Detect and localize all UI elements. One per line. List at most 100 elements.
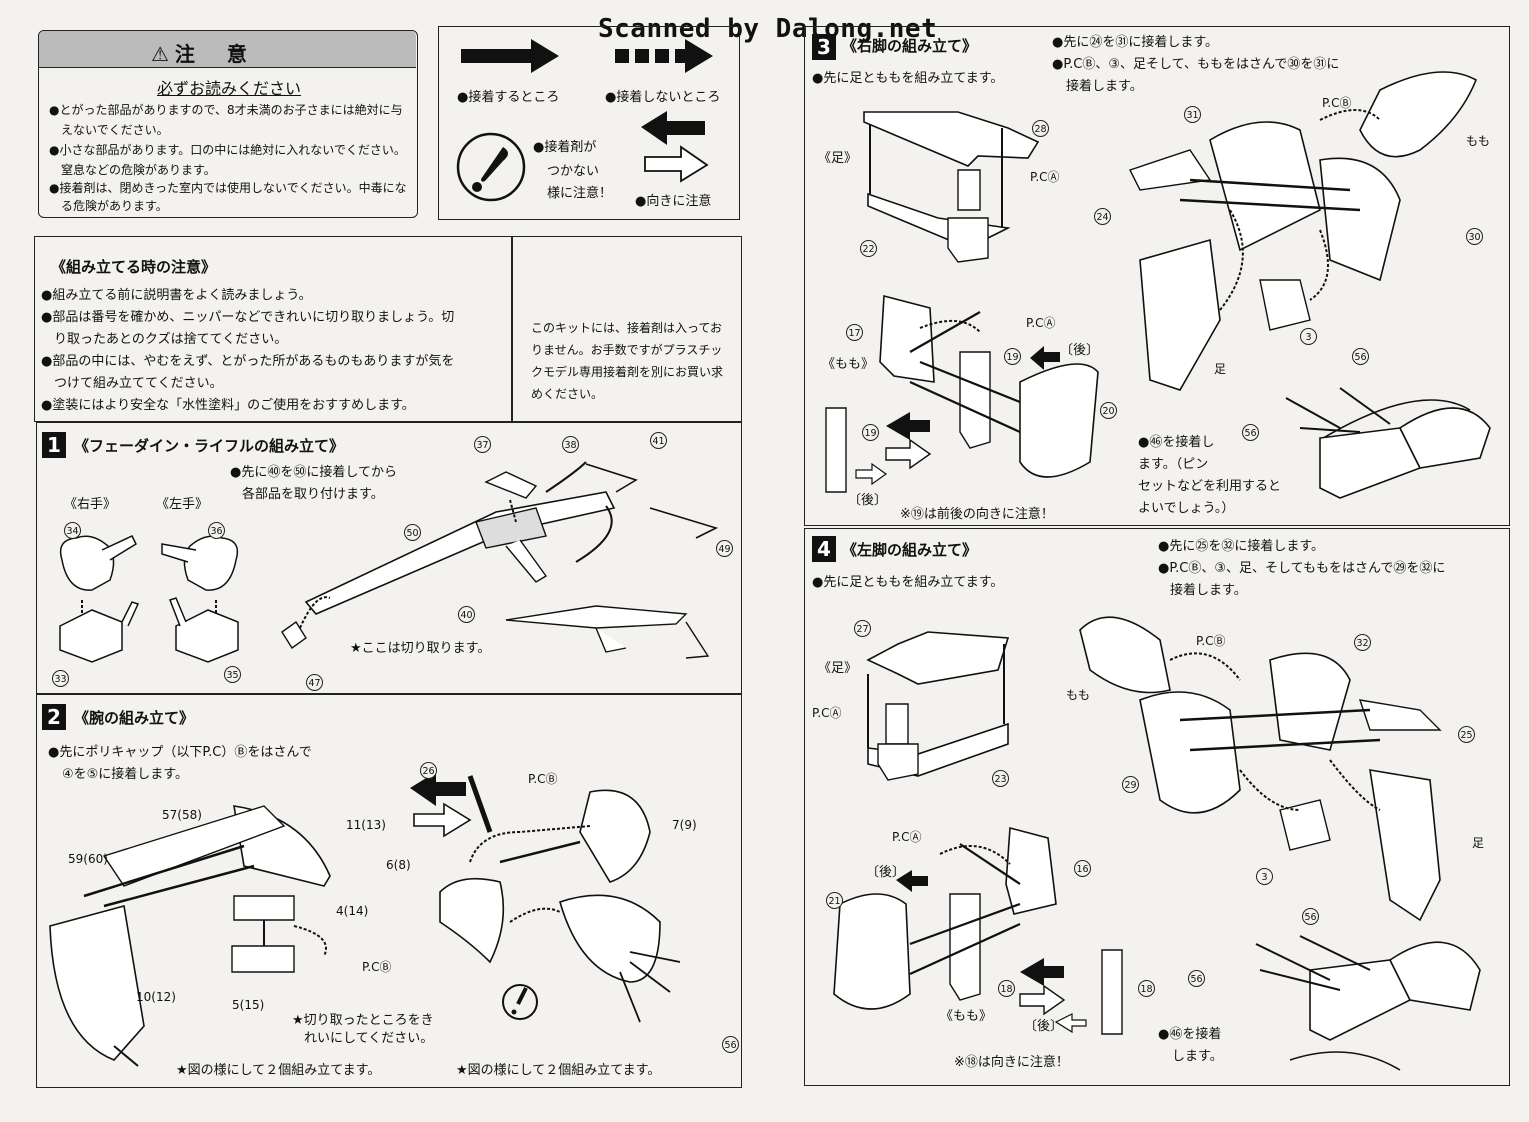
step4-number: 4 (812, 536, 836, 562)
part-19a: 19 (1004, 348, 1021, 365)
step2-make-two-b: ★図の様にして２個組み立てます。 (456, 1063, 661, 1078)
part-34: 34 (64, 522, 81, 539)
step1-cut-note: ★ここは切り取ります。 (350, 641, 491, 656)
part-19b: 19 (862, 424, 879, 441)
part-11-13: 11(13) (346, 818, 386, 832)
part-35: 35 (224, 666, 241, 683)
step3-number: 3 (812, 34, 836, 60)
step2-cut-note-2: れいにしてください。 (304, 1031, 434, 1046)
step3-note56-4: よいでしょう。） (1138, 501, 1235, 516)
step3-pc-b: P.CⒷ (1322, 96, 1352, 110)
step1-number: 1 (42, 432, 66, 458)
step2-pc-b-top: P.CⒷ (528, 772, 558, 786)
part-22: 22 (860, 240, 877, 257)
caution-item-2: ●小さな部品があります。口の中には絶対に入れないでください。 (49, 143, 406, 157)
arm-illustration (44, 796, 344, 1056)
step1-text-1: ●先に㊵を㊿に接着してから (230, 465, 397, 480)
step4-note56-1: ●㊻を接着 (1158, 1027, 1222, 1042)
notes-item-4: ●塗装にはより安全な「水性塗料」のご使用をおすすめします。 (41, 398, 415, 413)
step2-text-2: ④を⑤に接着します。 (62, 767, 189, 782)
step2-title: 《腕の組み立て》 (74, 709, 195, 727)
notes-item-2b: り取ったあとのクズは捨ててください。 (41, 332, 288, 347)
step3-dir-note: ※⑲は前後の向きに注意！ (900, 507, 1054, 522)
glue-arrow-icon (461, 39, 559, 73)
step4-top-text-1: ●先に㉕を㉜に接着します。 (1158, 539, 1325, 554)
part-56a: 56 (1352, 348, 1369, 365)
caution-box: ⚠注 意 必ずお読みください ●とがった部品がありますので、8才未満のお子さまに… (38, 30, 418, 218)
step3-top-text-3: 接着します。 (1066, 79, 1143, 94)
part-26: 26 (420, 762, 437, 779)
part-56d: 56 (1188, 970, 1205, 987)
legend-no-glue: ●接着しないところ (605, 90, 721, 105)
part-24: 24 (1094, 208, 1111, 225)
direction-arrows-icon (641, 111, 711, 181)
part-10-12: 10(12) (136, 990, 176, 1004)
part-36: 36 (208, 522, 225, 539)
right-foot-illustration (858, 108, 1058, 268)
step2-number: 2 (42, 704, 66, 730)
shoulder-illustration (410, 772, 700, 1052)
part-32: 32 (1354, 634, 1371, 651)
right-leg-assembly-illustration (1120, 60, 1480, 400)
notes-item-3b: つけて組み立ててください。 (41, 376, 223, 391)
step4-top-text-2: ●P.CⒷ、③、足、そしてももをはさんで㉙を㉜に (1158, 561, 1446, 576)
step2-text-1: ●先にポリキャップ（以下P.C）Ⓑをはさんで (48, 745, 312, 760)
step1-text-2: 各部品を取り付けます。 (242, 487, 384, 502)
part-4-14: 4(14) (336, 904, 369, 918)
legend-warn-3: 様に注意！ (547, 186, 613, 201)
part-27: 27 (854, 620, 871, 637)
part-56c: 56 (1302, 908, 1319, 925)
notes-title: 《組み立てる時の注意》 (51, 258, 217, 276)
right-thigh-illustration (820, 292, 1100, 492)
step2-make-two-a: ★図の様にして２個組み立てます。 (176, 1063, 381, 1078)
part-23: 23 (992, 770, 1009, 787)
part-25: 25 (1458, 726, 1475, 743)
rifle-illustration (276, 452, 716, 682)
left-thigh-illustration (820, 824, 1150, 1034)
step2-cut-note-1: ★切り取ったところをき (292, 1013, 434, 1028)
part-17: 17 (846, 324, 863, 341)
part-30: 30 (1466, 228, 1483, 245)
step3-back-right: 〔後〕 (1060, 343, 1100, 358)
step3-pc-a-mid: P.CⒶ (1026, 316, 1056, 330)
step3-top-text-1: ●先に㉔を㉛に接着します。 (1052, 35, 1219, 50)
part-59-60: 59(60) (68, 852, 108, 866)
step1-box (36, 422, 742, 694)
part-7-9: 7(9) (672, 818, 697, 832)
step4-title: 《左脚の組み立て》 (842, 541, 978, 559)
step1-title: 《フェーダイン・ライフルの組み立て》 (74, 437, 345, 455)
caution-item-2b: 窒息などの危険があります。 (49, 163, 216, 177)
step3-foot-part-label: 足 (1214, 362, 1227, 376)
step3-back-left: 〔後〕 (848, 493, 888, 508)
step3-note56-1: ●㊻を接着し (1138, 435, 1215, 450)
legend-glue: ●接着するところ (457, 90, 560, 105)
step4-top-text-3: 接着します。 (1170, 583, 1247, 598)
step3-top-text-2: ●P.CⒷ、③、足そして、ももをはさんで㉚を㉛に (1052, 57, 1340, 72)
notes-side-4: めください。 (531, 387, 604, 401)
step3-text: ●先に足とももを組み立てます。 (812, 71, 1004, 86)
caution-item-1b: えないでください。 (49, 123, 169, 137)
step3-box (804, 26, 1510, 526)
left-ankle-illustration (1250, 930, 1490, 1080)
legend-warn-2: つかない (547, 164, 600, 179)
step3-note56-2: ます。（ピン (1138, 457, 1209, 472)
caution-item-1: ●とがった部品がありますので、8才未満のお子さまには絶対に与 (49, 103, 403, 117)
part-3b: 3 (1256, 868, 1273, 885)
part-3a: 3 (1300, 328, 1317, 345)
right-hand-illustration (52, 530, 142, 680)
part-28: 28 (1032, 120, 1049, 137)
part-5-15: 5(15) (232, 998, 265, 1012)
notes-item-1: ●組み立てる前に説明書をよく読みましょう。 (41, 288, 312, 303)
step3-thigh-label: 《もも》 (822, 357, 875, 372)
part-47: 47 (306, 674, 323, 691)
notes-divider (511, 237, 513, 421)
step2-pc-b-bottom: P.CⒷ (362, 960, 392, 974)
caution-item-3: ●接着剤は、閉めきった室内では使用しないでください。中毒にな (49, 181, 407, 195)
step4-back-top: 〔後〕 (866, 865, 906, 880)
step1-left-hand-label: 《左手》 (156, 497, 209, 512)
notes-side-1: このキットには、接着剤は入ってお (531, 321, 723, 335)
caution-item-3b: る危険があります。 (49, 199, 168, 213)
left-hand-illustration (156, 530, 256, 680)
part-6-8: 6(8) (386, 858, 411, 872)
legend-direction: ●向きに注意 (635, 194, 712, 209)
